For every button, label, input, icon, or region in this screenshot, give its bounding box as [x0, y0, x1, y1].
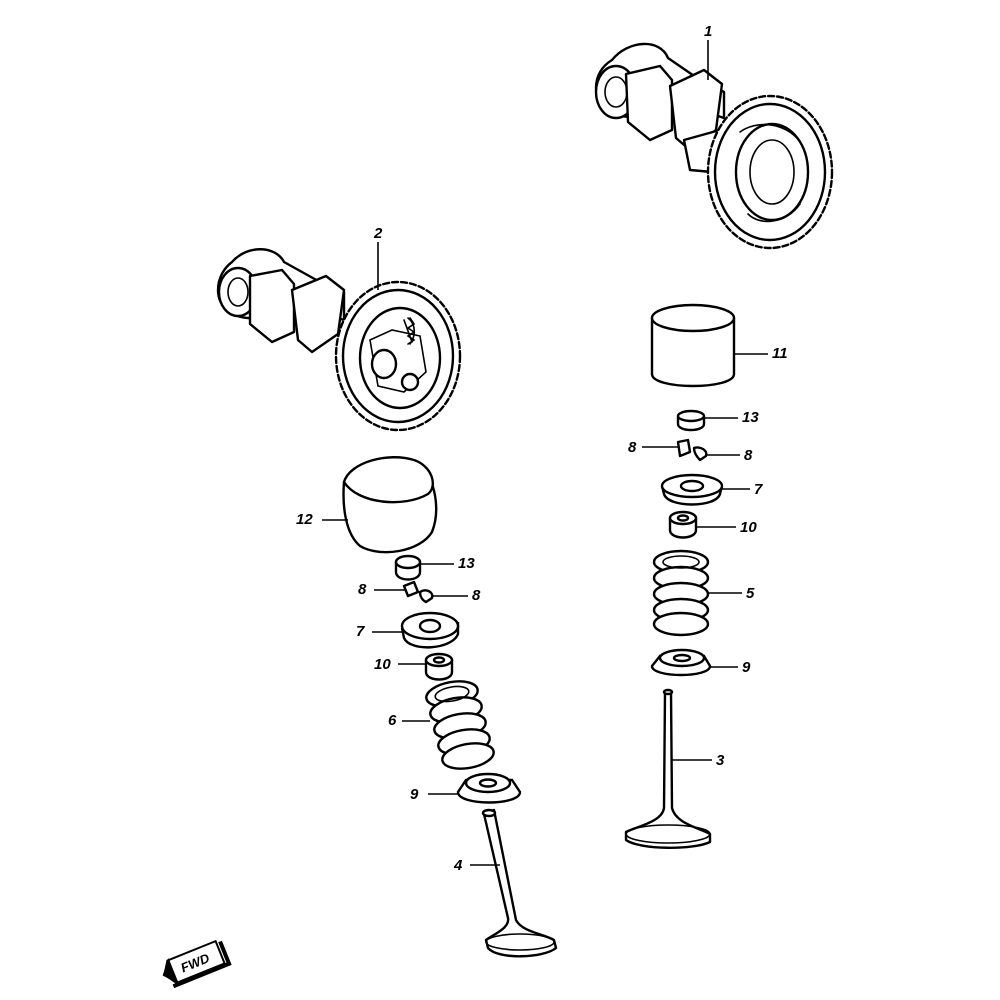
callout-13-left: 13 [458, 555, 475, 572]
callout-8-left-b: 8 [472, 587, 481, 604]
callout-3: 3 [716, 752, 725, 769]
seat-9-right [650, 648, 712, 677]
callout-9-left: 9 [410, 786, 419, 803]
callout-10-left: 10 [374, 656, 391, 673]
fwd-arrow-icon: FWD [162, 939, 232, 989]
seal-10-right [668, 510, 698, 539]
callout-9-right: 9 [742, 659, 751, 676]
tappet-12 [342, 456, 438, 554]
seal-10-left [424, 652, 454, 681]
callout-2: 2 [374, 225, 383, 242]
callout-11: 11 [772, 345, 788, 362]
camshaft-2 [216, 248, 462, 432]
camshaft-1 [594, 42, 834, 250]
leader-lines [322, 40, 768, 866]
callout-7-right: 7 [754, 481, 763, 498]
callout-8-left-a: 8 [358, 581, 367, 598]
callout-8-right-b: 8 [744, 447, 753, 464]
callout-7-left: 7 [356, 623, 365, 640]
retainer-7-right [660, 473, 724, 506]
shim-13-right [676, 409, 706, 432]
valve-4 [481, 808, 558, 958]
spring-5 [652, 549, 710, 637]
callout-12: 12 [296, 511, 313, 528]
seat-9-left [456, 772, 522, 804]
retainer-7-left [400, 611, 460, 649]
cotters-8-left [402, 580, 434, 604]
callout-13-right: 13 [742, 409, 759, 426]
callout-4: 4 [454, 857, 463, 874]
shim-13-left [394, 554, 422, 581]
tappet-11 [650, 303, 736, 388]
callout-8-right-a: 8 [628, 439, 637, 456]
callout-1: 1 [704, 23, 713, 40]
callout-6: 6 [388, 712, 397, 729]
callout-5: 5 [746, 585, 755, 602]
spring-6 [425, 680, 495, 770]
cotters-8-right [676, 438, 708, 462]
callout-10-right: 10 [740, 519, 757, 536]
valve-3 [624, 688, 712, 849]
